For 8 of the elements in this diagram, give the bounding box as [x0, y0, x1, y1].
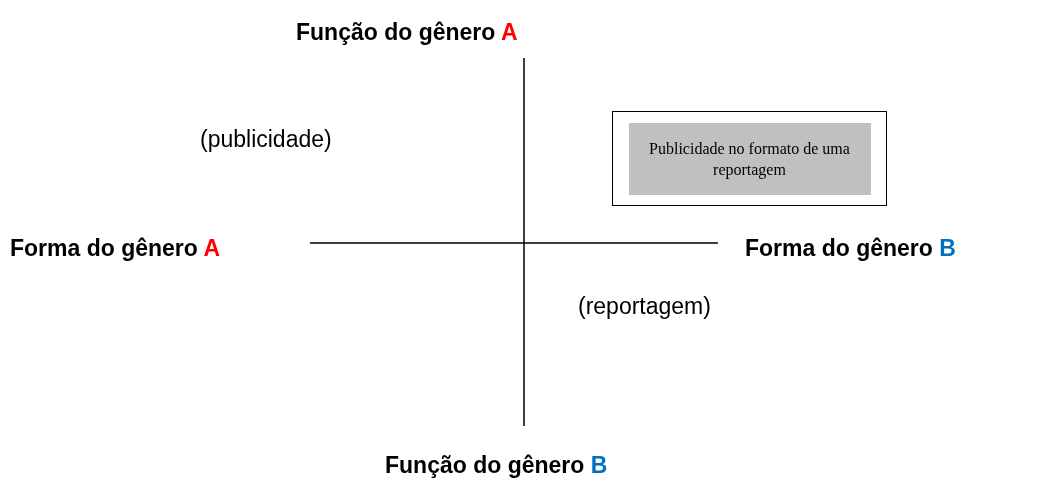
box-text: Publicidade no formato de uma reportagem: [648, 138, 851, 180]
framed-box: [612, 111, 887, 206]
axis-label: Função do gênero B: [385, 451, 608, 480]
quadrant-label: (publicidade): [200, 125, 332, 154]
axis-label: Forma do gênero A: [10, 234, 220, 263]
quadrant-label: (reportagem): [578, 292, 711, 321]
axis-label: Função do gênero A: [296, 18, 518, 47]
axis-label: Forma do gênero B: [745, 234, 956, 263]
